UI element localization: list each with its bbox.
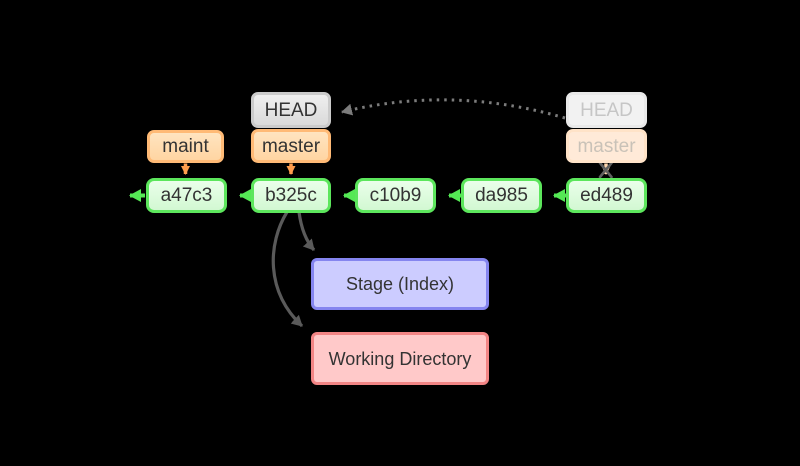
commit-node-ed489: ed489	[566, 178, 647, 213]
commit-node-da985: da985	[461, 178, 542, 213]
branch-label-master: master	[251, 129, 331, 163]
commit-to-stage-arrow	[297, 211, 316, 252]
stage-index-box: Stage (Index)	[311, 258, 489, 310]
commit-to-working-arrow	[271, 211, 304, 328]
invalidated-x-mark	[598, 161, 613, 179]
ghost-branch-label-master: master	[566, 129, 647, 163]
ghost-head-label: HEAD	[566, 92, 647, 128]
working-directory-box: Working Directory	[311, 332, 489, 385]
head-label: HEAD	[251, 92, 331, 128]
head-move-dotted-arrow	[341, 98, 566, 120]
branch-label-maint: maint	[147, 130, 224, 163]
commit-node-a47c3: a47c3	[146, 178, 227, 213]
commit-node-c10b9: c10b9	[355, 178, 436, 213]
commit-node-b325c: b325c	[251, 178, 331, 213]
